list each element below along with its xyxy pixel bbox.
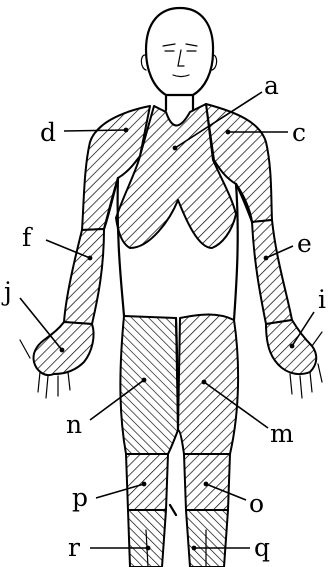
label-m: m	[270, 419, 294, 448]
label-n: n	[66, 410, 82, 439]
label-j: j	[1, 277, 12, 306]
label-r: r	[68, 533, 80, 562]
label-p: p	[72, 483, 88, 512]
right-eyebrow	[186, 44, 197, 46]
label-i: i	[318, 285, 326, 314]
left-eyebrow	[163, 44, 175, 46]
label-o: o	[249, 489, 264, 518]
head	[141, 8, 216, 110]
label-f: f	[22, 223, 33, 252]
leader-d	[64, 130, 126, 131]
region-e	[252, 220, 292, 324]
label-c: c	[292, 118, 306, 147]
nose	[178, 50, 184, 66]
region-f	[64, 229, 104, 324]
label-d: d	[40, 118, 56, 147]
region-p	[126, 454, 168, 510]
region-q	[186, 510, 228, 567]
mouth	[173, 75, 189, 77]
label-a: a	[264, 71, 279, 100]
label-e: e	[297, 229, 312, 258]
label-q: q	[254, 533, 270, 562]
region-n	[120, 316, 178, 454]
